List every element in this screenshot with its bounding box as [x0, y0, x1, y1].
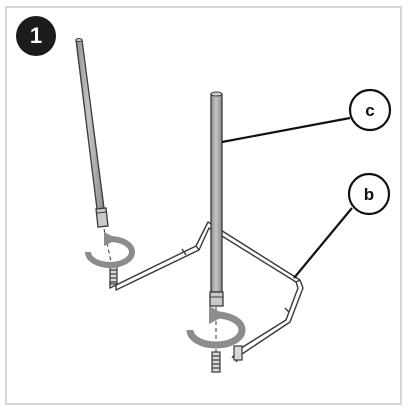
rotate-clockwise-icon [186, 306, 246, 349]
step-number-badge: 1 [16, 16, 56, 56]
illustration-frame [5, 6, 402, 405]
callout-b-label: b [364, 185, 374, 204]
rotate-clockwise-icon [85, 232, 135, 268]
callout-c-label: c [365, 101, 374, 120]
callout-c: c [348, 88, 392, 132]
base-frame [109, 221, 304, 363]
threaded-stud-left [109, 265, 118, 285]
joint-stud [233, 345, 243, 361]
upright-rod-left [75, 38, 109, 228]
upright-rod-right [209, 91, 224, 307]
alignment-guide-left [103, 228, 113, 267]
callout-b: b [347, 172, 391, 216]
leader-line-b [293, 207, 353, 279]
leader-line-c [221, 116, 351, 144]
threaded-stud-right [211, 351, 221, 373]
